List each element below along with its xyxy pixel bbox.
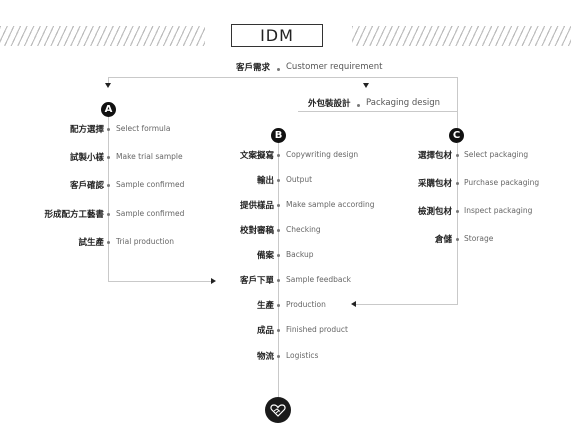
step-dot bbox=[277, 355, 280, 358]
step-dot bbox=[456, 238, 459, 241]
column-a-line bbox=[108, 117, 109, 281]
column-c-line bbox=[457, 143, 458, 304]
badge-c: C bbox=[449, 128, 464, 143]
packaging-design-cn: 外包裝設計 bbox=[308, 99, 351, 109]
step-dot bbox=[456, 210, 459, 213]
step-a-5-cn: 試生產 bbox=[78, 238, 104, 248]
step-dot bbox=[277, 254, 280, 257]
step-a-1-en: Select formula bbox=[116, 124, 171, 133]
step-b-9-en: Logistics bbox=[286, 351, 319, 360]
step-dot bbox=[107, 184, 110, 187]
column-c-return-line bbox=[356, 304, 458, 305]
step-b-1-en: Copywriting design bbox=[286, 150, 359, 159]
step-b-2-cn: 輸出 bbox=[256, 176, 274, 186]
step-b-4-en: Checking bbox=[286, 225, 321, 234]
column-a-bottom-line bbox=[108, 281, 212, 282]
step-a-3-en: Sample confirmed bbox=[116, 180, 185, 189]
step-c-2-en: Purchase packaging bbox=[464, 178, 540, 187]
step-dot bbox=[277, 179, 280, 182]
packaging-design-en: Packaging design bbox=[366, 98, 441, 108]
customer-requirement-en: Customer requirement bbox=[286, 62, 383, 72]
customer-requirement-cn: 客戶需求 bbox=[236, 63, 271, 73]
step-a-2-cn: 試製小樣 bbox=[69, 153, 104, 163]
step-c-2-cn: 采購包材 bbox=[417, 179, 452, 189]
step-a-2-en: Make trial sample bbox=[116, 152, 183, 161]
step-c-3-cn: 檢測包材 bbox=[417, 207, 452, 217]
step-dot bbox=[277, 329, 280, 332]
step-b-8-en: Finished product bbox=[286, 325, 348, 334]
step-a-5-en: Trial production bbox=[116, 237, 174, 246]
badge-a: A bbox=[101, 102, 116, 117]
step-dot bbox=[107, 128, 110, 131]
column-b-line bbox=[278, 143, 279, 397]
step-a-4-cn: 形成配方工藝書 bbox=[44, 210, 104, 220]
customer-requirement-line bbox=[108, 77, 458, 78]
handshake-heart-icon bbox=[265, 397, 291, 423]
step-b-2-en: Output bbox=[286, 175, 313, 184]
packaging-design-line bbox=[298, 111, 458, 112]
step-b-1-cn: 文案擬寫 bbox=[239, 151, 274, 161]
header-stripes-left bbox=[0, 26, 205, 46]
step-b-5-cn: 備案 bbox=[256, 251, 274, 261]
step-c-4-cn: 倉儲 bbox=[434, 235, 452, 245]
step-dot bbox=[456, 182, 459, 185]
step-b-6-cn: 客戶下單 bbox=[239, 276, 274, 286]
step-b-7-en: Production bbox=[286, 300, 326, 309]
arrow-right-icon bbox=[211, 278, 216, 284]
step-c-1-cn: 選擇包材 bbox=[417, 151, 452, 161]
step-dot bbox=[277, 229, 280, 232]
step-b-3-cn: 提供樣品 bbox=[239, 201, 274, 211]
step-c-4-en: Storage bbox=[464, 234, 494, 243]
step-b-5-en: Backup bbox=[286, 250, 314, 259]
step-dot bbox=[107, 156, 110, 159]
column-c-top-line bbox=[457, 77, 458, 128]
step-a-1-cn: 配方選擇 bbox=[69, 125, 104, 135]
arrow-down-icon bbox=[105, 83, 111, 88]
step-dot bbox=[277, 279, 280, 282]
step-dot bbox=[107, 213, 110, 216]
step-c-1-en: Select packaging bbox=[464, 150, 529, 159]
step-b-6-en: Sample feedback bbox=[286, 275, 351, 284]
step-dot bbox=[277, 204, 280, 207]
step-a-3-cn: 客戶確認 bbox=[69, 181, 104, 191]
step-c-3-en: Inspect packaging bbox=[464, 206, 533, 215]
step-b-4-cn: 校對審稿 bbox=[239, 226, 274, 236]
branch-a-down-line bbox=[108, 77, 109, 84]
separator-dot bbox=[277, 68, 280, 71]
step-dot bbox=[456, 154, 459, 157]
page-title: IDM bbox=[231, 24, 323, 47]
step-a-4-en: Sample confirmed bbox=[116, 209, 185, 218]
header-stripes-right bbox=[352, 26, 571, 46]
arrow-down-icon bbox=[363, 83, 369, 88]
badge-b: B bbox=[271, 128, 286, 143]
step-b-7-cn: 生產 bbox=[256, 301, 274, 311]
arrow-left-icon bbox=[351, 301, 356, 307]
step-dot bbox=[277, 154, 280, 157]
step-dot bbox=[277, 304, 280, 307]
separator-dot bbox=[357, 104, 360, 107]
step-b-3-en: Make sample according bbox=[286, 200, 375, 209]
step-b-9-cn: 物流 bbox=[256, 352, 274, 362]
step-b-8-cn: 成品 bbox=[256, 326, 274, 336]
step-dot bbox=[107, 241, 110, 244]
